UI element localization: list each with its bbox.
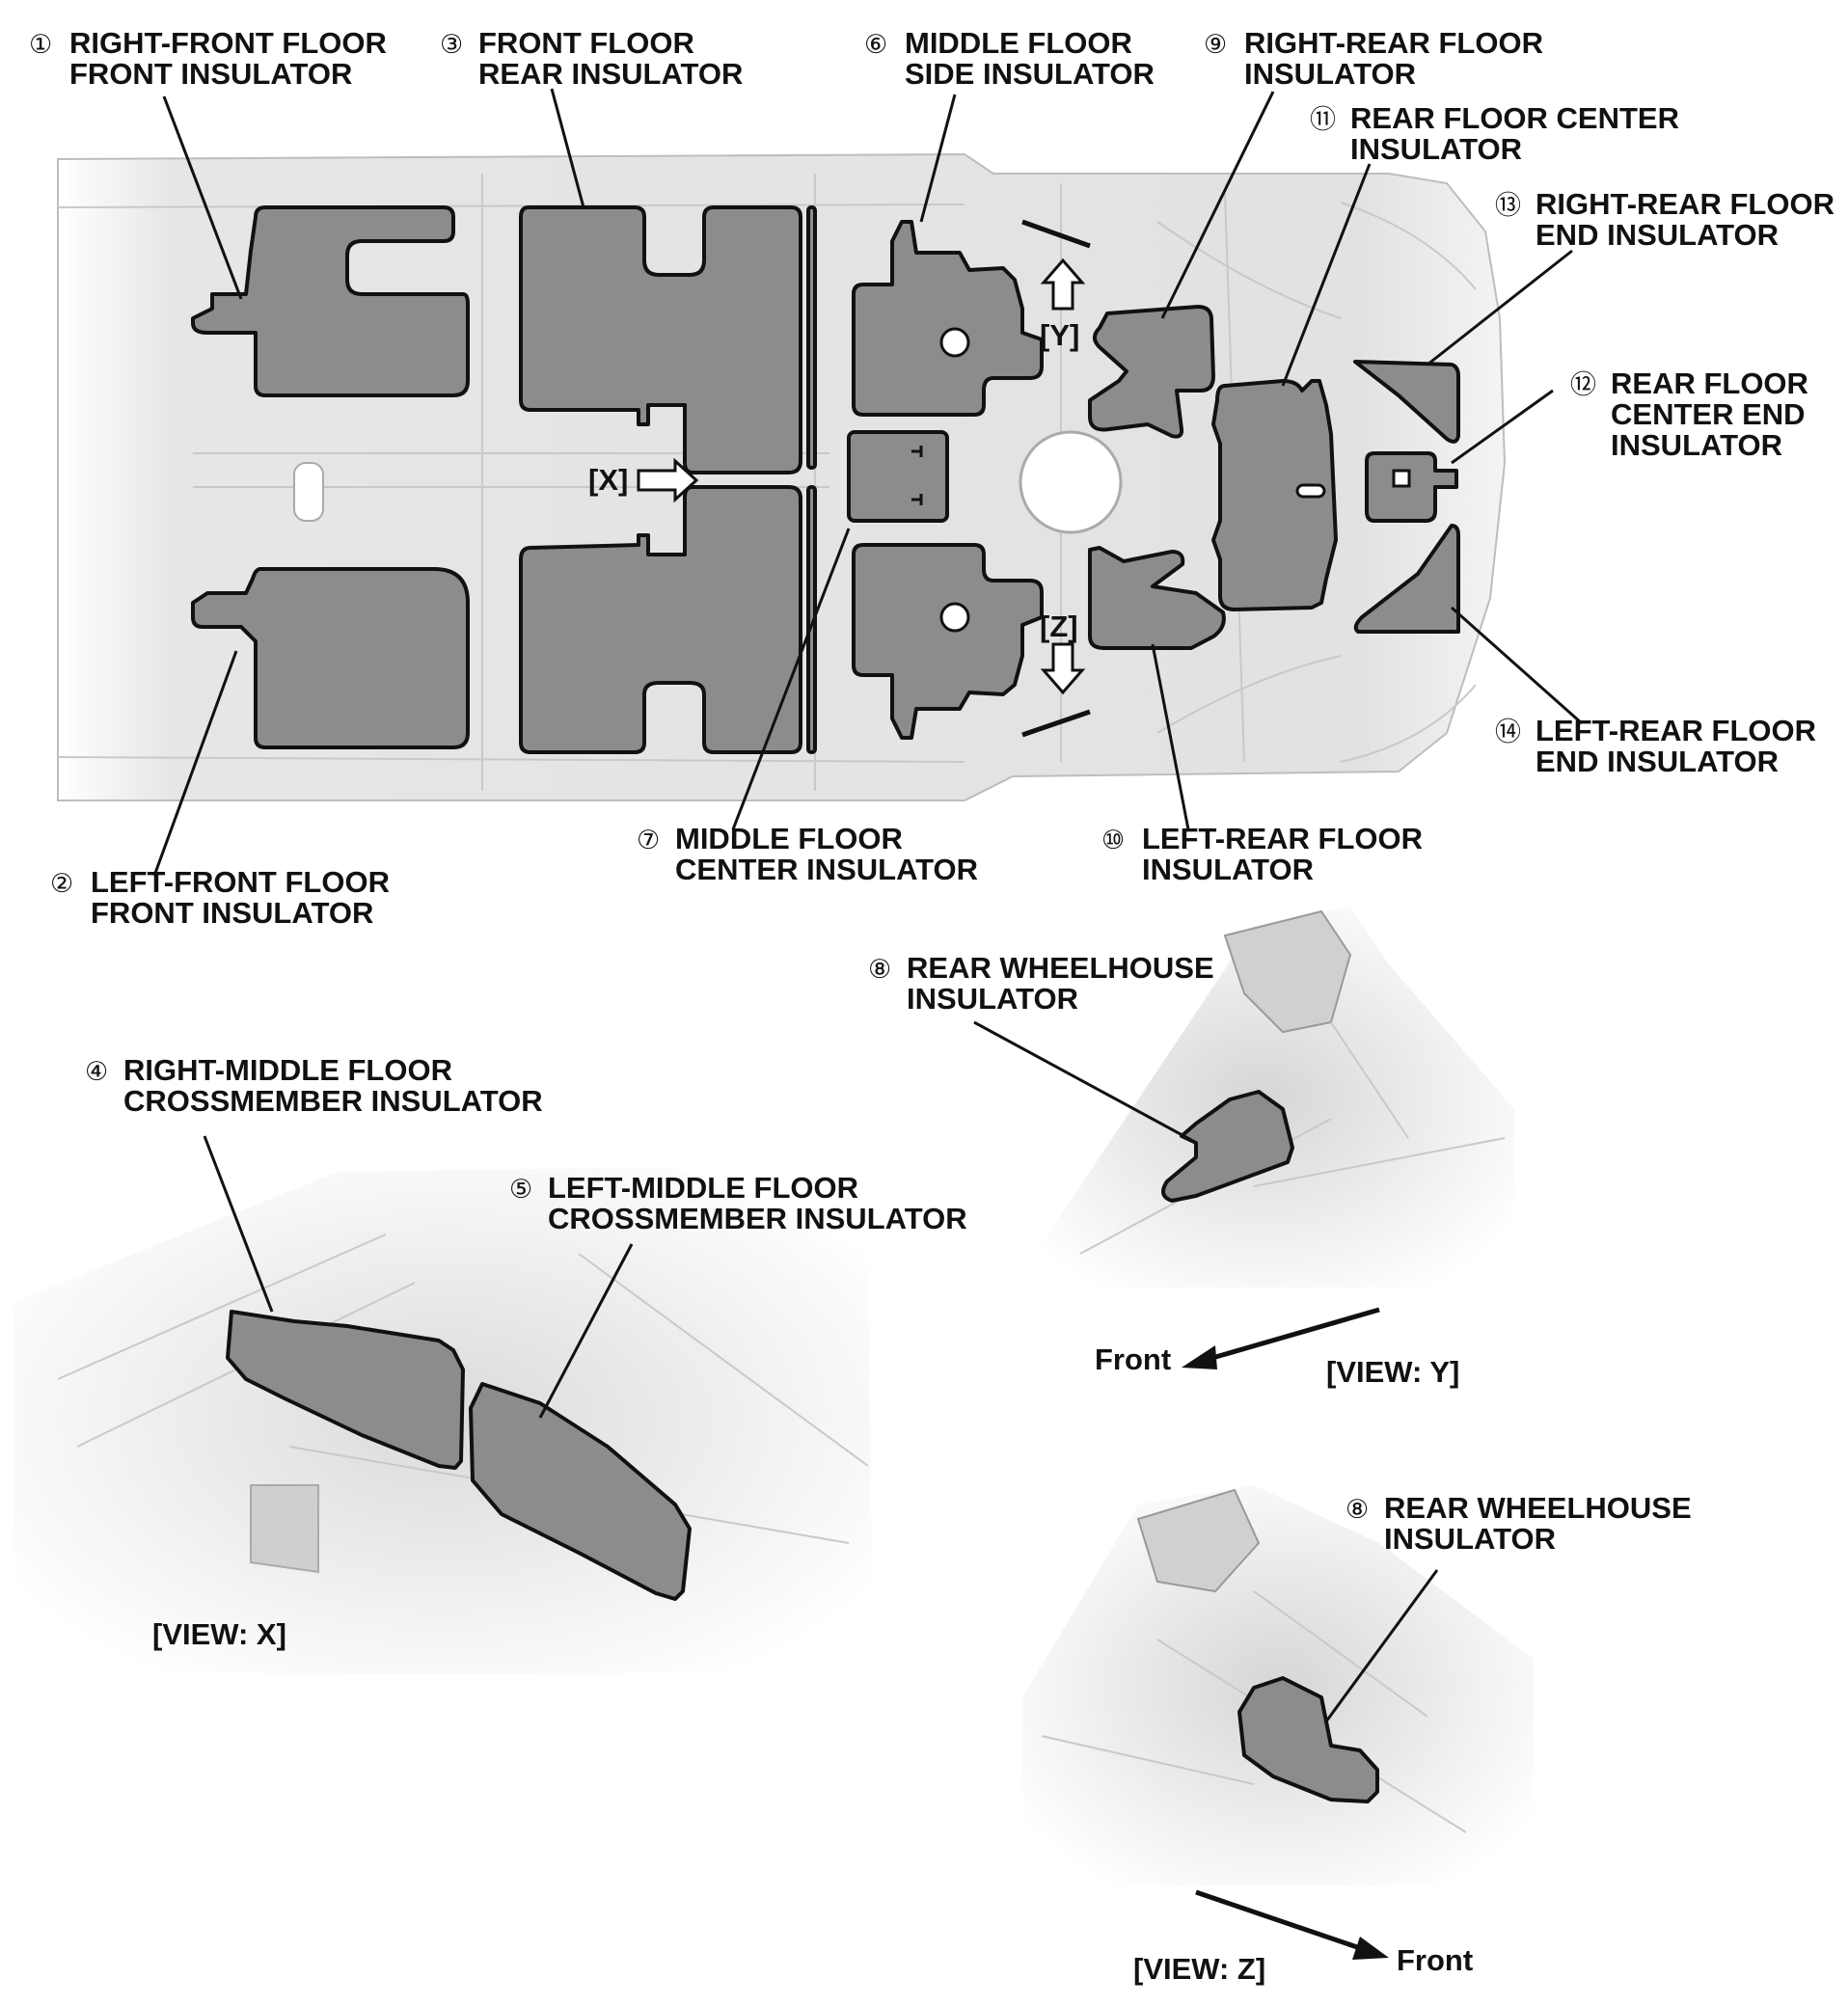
svg-text:REAR FLOOR CENTER: REAR FLOOR CENTER [1350,101,1679,135]
insulator-2-pad [191,567,470,749]
svg-text:④: ④ [85,1057,108,1086]
insulator-14-pad [1353,524,1460,634]
label-3: ③ FRONT FLOOR REAR INSULATOR [440,26,743,91]
svg-text:INSULATOR: INSULATOR [1350,132,1522,166]
svg-text:INSULATOR: INSULATOR [1244,57,1416,91]
svg-text:REAR WHEELHOUSE: REAR WHEELHOUSE [907,951,1214,985]
view-x-arrow [637,457,699,503]
svg-text:⑭: ⑭ [1495,718,1521,746]
svg-text:INSULATOR: INSULATOR [907,982,1078,1016]
svg-text:②: ② [50,869,73,898]
view-x-caption: [VIEW: X] [152,1617,286,1651]
label-7: ⑦ MIDDLE FLOOR CENTER INSULATOR [637,822,978,886]
insulator-1-pad [191,205,470,397]
insulator-13-pad [1353,360,1460,444]
view-x-marker: [X] [588,463,628,497]
svg-text:①: ① [29,30,52,59]
view-y-caption: [VIEW: Y] [1326,1355,1459,1389]
svg-text:END INSULATOR: END INSULATOR [1535,745,1779,778]
svg-text:INSULATOR: INSULATOR [1142,853,1314,886]
svg-text:MIDDLE FLOOR: MIDDLE FLOOR [675,822,903,855]
label-11: ⑪ REAR FLOOR CENTER INSULATOR [1310,101,1679,166]
view-y-arrow [1021,219,1091,311]
svg-text:END INSULATOR: END INSULATOR [1535,218,1779,252]
svg-text:RIGHT-MIDDLE FLOOR: RIGHT-MIDDLE FLOOR [123,1053,452,1087]
label-13: ⑬ RIGHT-REAR FLOOR END INSULATOR [1495,187,1834,252]
svg-text:INSULATOR: INSULATOR [1384,1522,1556,1556]
svg-text:REAR FLOOR: REAR FLOOR [1611,366,1808,400]
insulator-8-z-pad [1237,1676,1379,1803]
svg-text:⑬: ⑬ [1495,191,1521,220]
front-direction-z: Front [1397,1943,1473,1977]
svg-text:⑪: ⑪ [1310,105,1336,134]
insulator-5-pad [469,1382,692,1601]
svg-text:RIGHT-REAR FLOOR: RIGHT-REAR FLOOR [1535,187,1834,221]
view-x-panel [14,1135,873,1673]
svg-text:⑤: ⑤ [509,1175,532,1204]
view-y-panel [973,907,1514,1369]
label-2: ② LEFT-FRONT FLOOR FRONT INSULATOR [50,865,390,930]
label-10: ⑩ LEFT-REAR FLOOR INSULATOR [1101,822,1423,886]
label-9: ⑨ RIGHT-REAR FLOOR INSULATOR [1204,26,1543,91]
insulator-6-lower-pad [852,543,1044,740]
svg-text:③: ③ [440,30,463,59]
label-14: ⑭ LEFT-REAR FLOOR END INSULATOR [1495,714,1816,778]
svg-text:SIDE INSULATOR: SIDE INSULATOR [905,57,1155,91]
label-6: ⑥ MIDDLE FLOOR SIDE INSULATOR [864,26,1155,91]
svg-text:⑨: ⑨ [1204,30,1227,59]
insulator-center-strip-upper [806,205,817,470]
label-5: ⑤ LEFT-MIDDLE FLOOR CROSSMEMBER INSULATO… [509,1171,967,1235]
svg-text:LEFT-MIDDLE FLOOR: LEFT-MIDDLE FLOOR [548,1171,858,1205]
svg-text:RIGHT-REAR FLOOR: RIGHT-REAR FLOOR [1244,26,1543,60]
view-y-marker: [Y] [1040,318,1079,352]
view-z-caption: [VIEW: Z] [1133,1952,1265,1986]
label-1: ① RIGHT-FRONT FLOOR FRONT INSULATOR [29,26,387,91]
insulator-9-pad [1088,305,1215,439]
svg-text:REAR INSULATOR: REAR INSULATOR [478,57,743,91]
svg-text:MIDDLE FLOOR: MIDDLE FLOOR [905,26,1132,60]
svg-text:RIGHT-FRONT FLOOR: RIGHT-FRONT FLOOR [69,26,387,60]
svg-text:CENTER INSULATOR: CENTER INSULATOR [675,853,978,886]
svg-text:⑧: ⑧ [1345,1495,1369,1524]
svg-text:⑧: ⑧ [868,955,891,984]
label-12: ⑫ REAR FLOOR CENTER END INSULATOR [1570,366,1808,462]
insulator-4-pad [226,1310,465,1470]
svg-text:⑫: ⑫ [1570,370,1596,399]
view-z-panel [1022,1485,1534,1960]
view-z-marker: [Z] [1040,610,1078,643]
insulator-3a-pad [519,205,802,474]
svg-text:FRONT FLOOR: FRONT FLOOR [478,26,694,60]
svg-text:CROSSMEMBER INSULATOR: CROSSMEMBER INSULATOR [123,1084,543,1118]
svg-text:LEFT-REAR FLOOR: LEFT-REAR FLOOR [1142,822,1423,855]
front-direction-y: Front [1095,1342,1171,1376]
svg-text:REAR WHEELHOUSE: REAR WHEELHOUSE [1384,1491,1692,1525]
view-z-arrow [1021,642,1091,738]
insulator-7-pad [847,430,949,523]
insulator-8-y-pad [1161,1090,1294,1203]
insulator-3b-pad [519,485,802,754]
svg-text:⑩: ⑩ [1101,826,1125,854]
svg-text:INSULATOR: INSULATOR [1611,428,1782,462]
svg-text:LEFT-FRONT FLOOR: LEFT-FRONT FLOOR [91,865,390,899]
svg-text:FRONT INSULATOR: FRONT INSULATOR [91,896,373,930]
svg-text:⑦: ⑦ [637,826,660,854]
label-8-view-z: ⑧ REAR WHEELHOUSE INSULATOR [1345,1491,1692,1556]
insulator-6-upper-pad [852,220,1044,417]
svg-text:⑥: ⑥ [864,30,887,59]
svg-text:CROSSMEMBER INSULATOR: CROSSMEMBER INSULATOR [548,1202,967,1235]
svg-text:CENTER END: CENTER END [1611,397,1806,431]
label-4: ④ RIGHT-MIDDLE FLOOR CROSSMEMBER INSULAT… [85,1053,543,1118]
label-8-view-y: ⑧ REAR WHEELHOUSE INSULATOR [868,951,1214,1016]
svg-text:LEFT-REAR FLOOR: LEFT-REAR FLOOR [1535,714,1816,747]
svg-text:FRONT INSULATOR: FRONT INSULATOR [69,57,352,91]
insulator-12-pad [1365,451,1458,523]
insulator-10-pad [1088,546,1226,650]
insulator-11-pad [1211,379,1338,611]
